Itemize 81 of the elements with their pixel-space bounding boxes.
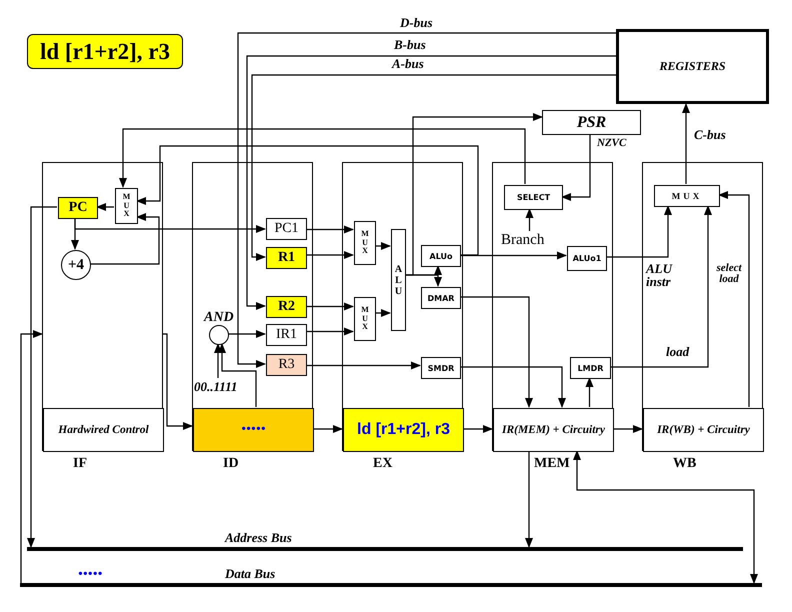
- bus-line: Address Bus: [27, 530, 743, 551]
- arrow: [586, 377, 594, 407]
- arrow: [136, 145, 479, 256]
- arrow: [718, 191, 750, 407]
- arrow: [90, 213, 160, 265]
- arrow: [251, 74, 616, 261]
- arrow: [460, 252, 567, 260]
- register-file-box: REGISTERS: [616, 29, 769, 104]
- mux-box: MUX: [115, 188, 138, 224]
- stage-label: IF: [73, 456, 87, 472]
- arrow: [613, 425, 643, 433]
- edge-label: select load: [715, 263, 743, 285]
- stage-label: EX: [373, 456, 392, 472]
- mux-box: MUX: [654, 185, 720, 207]
- arrow: [306, 302, 354, 310]
- arrow: [306, 328, 354, 336]
- control-box: IR(WB) + Circuitry: [643, 408, 764, 452]
- gate-label: AND: [204, 310, 234, 326]
- arrow: [96, 203, 114, 211]
- register-box: LMDR: [570, 357, 611, 379]
- instruction-badge: ld [r1+r2], r3: [27, 34, 183, 69]
- register-box: SMDR: [421, 357, 461, 379]
- arrow: [606, 205, 672, 258]
- control-box: IR(MEM) + Circuitry: [493, 408, 614, 452]
- signal-label: Branch: [501, 232, 557, 250]
- edge-label: ALU instr: [646, 262, 674, 288]
- arrow: [218, 343, 257, 407]
- arrow: [306, 251, 354, 259]
- arrow: [525, 451, 533, 548]
- arrow: [682, 103, 690, 184]
- arrow: [526, 208, 534, 231]
- stage-label: MEM: [534, 456, 570, 472]
- arrow: [237, 32, 616, 368]
- register-box: ALUo: [421, 245, 461, 267]
- psr-box: PSR: [542, 110, 641, 135]
- control-box: •••••: [193, 408, 314, 452]
- arrow: [214, 343, 222, 378]
- edge-label: D-bus: [400, 16, 433, 29]
- register-box: PC: [58, 197, 98, 219]
- edge-label: NZVC: [597, 138, 626, 149]
- register-box: PC1: [266, 218, 307, 240]
- arrow: [306, 362, 421, 370]
- arrow: [405, 113, 543, 276]
- adder-circle: +4: [61, 250, 91, 280]
- arrow: [27, 206, 57, 548]
- arrow: [460, 366, 566, 408]
- register-box: R1: [266, 247, 307, 269]
- register-box: R2: [266, 296, 307, 318]
- stage-label: ID: [223, 456, 239, 472]
- arrow: [375, 309, 391, 317]
- arrow: [375, 242, 391, 250]
- control-box: Hardwired Control: [43, 408, 164, 452]
- instruction-box: ld [r1+r2], r3: [343, 408, 464, 452]
- alu-box: ALU: [391, 229, 406, 331]
- register-box: R3: [266, 354, 307, 376]
- constant-label: 00..1111: [194, 379, 254, 396]
- arrow: [460, 296, 533, 408]
- arrow: [163, 333, 193, 430]
- arrow: [610, 205, 712, 368]
- edge-label: C-bus: [694, 128, 726, 141]
- mux-box: MUX: [354, 297, 376, 341]
- arrow: [306, 226, 354, 234]
- register-box: SELECT: [504, 185, 563, 210]
- arrow: [119, 128, 526, 188]
- register-box: IR1: [266, 324, 307, 346]
- dot-label: •••••: [78, 567, 103, 583]
- mux-box: MUX: [354, 221, 376, 265]
- edge-label: load: [666, 345, 690, 358]
- arrow: [313, 425, 343, 433]
- arrow: [74, 218, 266, 233]
- arrow: [573, 450, 758, 584]
- arrow: [228, 330, 266, 338]
- arrow: [20, 330, 43, 583]
- register-box: DMAR: [421, 287, 461, 309]
- edge-label: A-bus: [392, 57, 424, 70]
- stage-label: WB: [673, 456, 696, 472]
- arrow: [246, 55, 616, 310]
- arrow: [463, 425, 493, 433]
- register-box: ALUo1: [567, 246, 607, 271]
- edge-label: B-bus: [394, 38, 426, 51]
- arrow: [561, 135, 591, 201]
